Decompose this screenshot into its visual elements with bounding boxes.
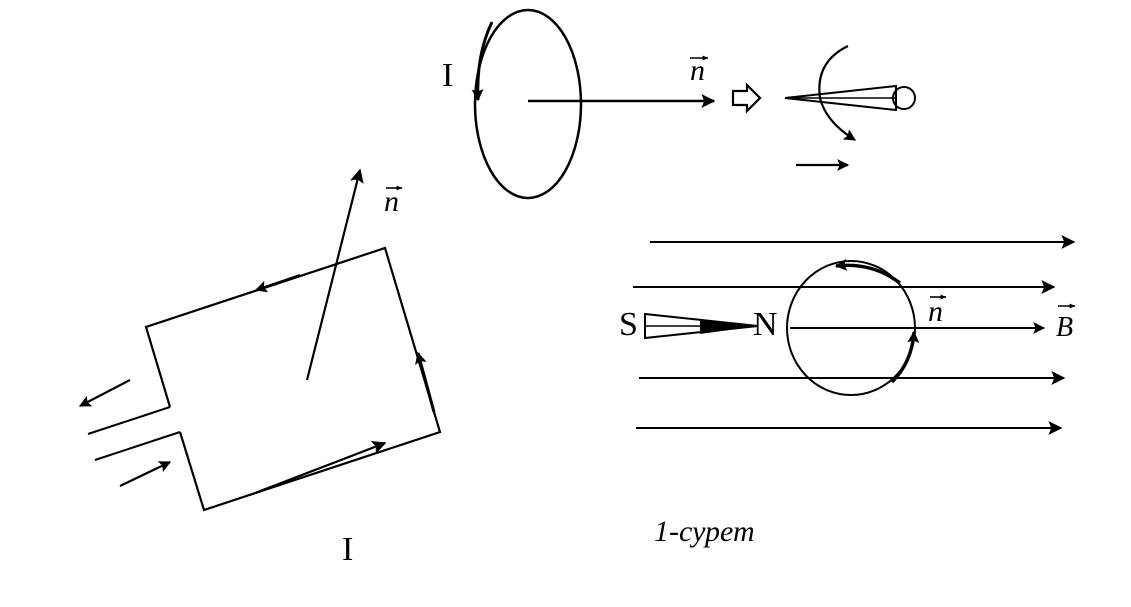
lead-out-arrow (78, 379, 131, 407)
field-loop-right-arrow (890, 330, 920, 384)
frame-top-current-arrow (254, 274, 301, 293)
field-vector-label: B (1056, 312, 1073, 343)
loop-normal-label: n (690, 54, 705, 87)
frame-lead-bottom (94, 431, 181, 461)
frame-bottom-current-arrow (249, 440, 387, 497)
current-loop (473, 8, 583, 200)
implies-arrow-icon (731, 82, 762, 114)
lead-in-arrow (119, 461, 172, 487)
loop-current-label: I (442, 57, 453, 94)
needle-pivot-icon (892, 86, 916, 110)
frame-right-current-arrow (415, 351, 436, 413)
magnet-north-half (700, 320, 758, 334)
field-normal-label: n (928, 295, 943, 328)
current-loop-group: I n (442, 8, 716, 200)
frame-current-label: I (342, 531, 353, 568)
needle-sketch-group (784, 45, 916, 171)
field-loop-top-arrow (834, 258, 902, 285)
frame-normal-arrow (305, 168, 364, 381)
rotation-arc-arrow (818, 45, 857, 141)
magnet-north-label: N (753, 306, 778, 343)
frame-lead-top (87, 406, 171, 435)
current-frame-group: n I (78, 168, 442, 568)
magnet-south-label: S (619, 306, 638, 343)
frame-normal-label: n (384, 185, 399, 218)
loop-current-arrow (471, 21, 494, 102)
figure-caption: 1-сурет (654, 515, 755, 548)
field-group: S N n B (619, 235, 1076, 435)
current-frame (144, 246, 442, 512)
field-current-loop (786, 260, 916, 396)
